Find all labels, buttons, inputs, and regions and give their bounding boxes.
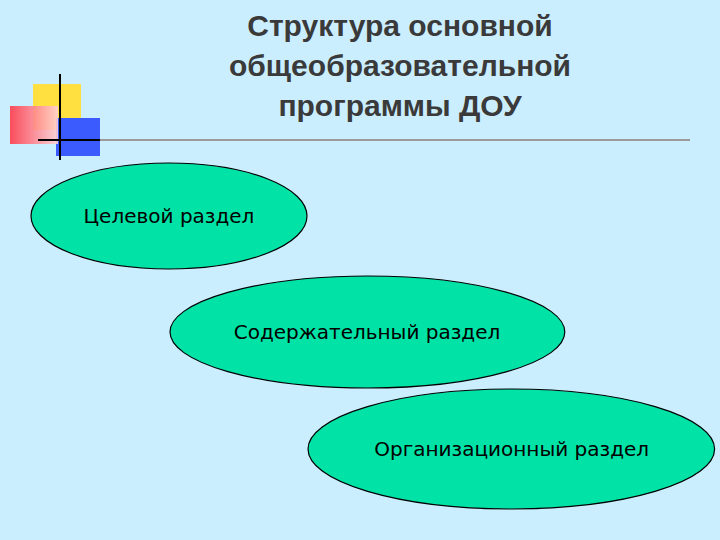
deco-line [59, 74, 61, 160]
section-ellipse: Целевой раздел [30, 162, 308, 270]
section-ellipse: Содержательный раздел [169, 275, 566, 389]
ellipse-shape [31, 163, 307, 269]
section-label: Содержательный раздел [234, 318, 501, 346]
ellipse-shape [308, 389, 715, 509]
red-square [10, 106, 58, 144]
deco-line [38, 139, 100, 141]
section-label: Целевой раздел [84, 202, 255, 230]
section-ellipse: Организационный раздел [307, 388, 716, 510]
section-label: Организационный раздел [374, 435, 649, 463]
ellipse-shape [170, 276, 565, 388]
title-rule [100, 139, 690, 141]
title: Структура основной общеобразовательной п… [170, 6, 630, 126]
blue-square [56, 118, 100, 156]
